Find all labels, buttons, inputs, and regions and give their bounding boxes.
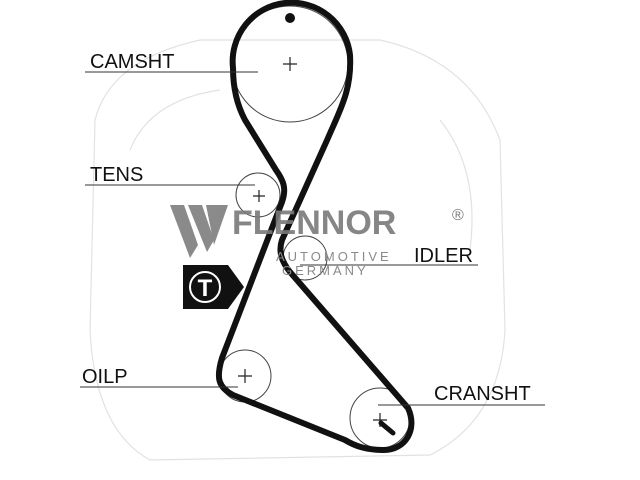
tensioner-center-mark xyxy=(253,190,265,202)
idler-label: IDLER xyxy=(414,245,473,267)
brand-tagline-1: AUTOMOTIVE xyxy=(276,249,392,264)
camshaft-timing-dot xyxy=(285,13,295,23)
brand-tagline-2: GERMANY xyxy=(282,263,369,278)
brand-logo-icon xyxy=(170,205,228,258)
pulley-centers xyxy=(238,57,387,427)
tensioner-badge: T xyxy=(183,265,244,309)
oil-pump-center-mark xyxy=(238,369,252,383)
oil-pump-label: OILP xyxy=(82,366,128,388)
engine-outline xyxy=(89,39,506,461)
leader-lines xyxy=(80,71,545,406)
crankshaft-label: CRANSHT xyxy=(434,383,531,405)
timing-belt xyxy=(215,0,415,453)
brand-watermark: FLENNOR ® AUTOMOTIVE GERMANY xyxy=(170,204,464,278)
tensioner-label: TENS xyxy=(90,164,143,186)
tensioner-badge-letter: T xyxy=(198,275,213,302)
crankshaft-timing-mark xyxy=(378,420,396,436)
brand-name: FLENNOR xyxy=(232,204,396,242)
brand-registered-mark: ® xyxy=(452,207,464,224)
camshaft-label: CAMSHT xyxy=(90,51,174,73)
tensioner-pulley xyxy=(235,172,281,218)
camshaft-center-mark xyxy=(283,57,297,71)
